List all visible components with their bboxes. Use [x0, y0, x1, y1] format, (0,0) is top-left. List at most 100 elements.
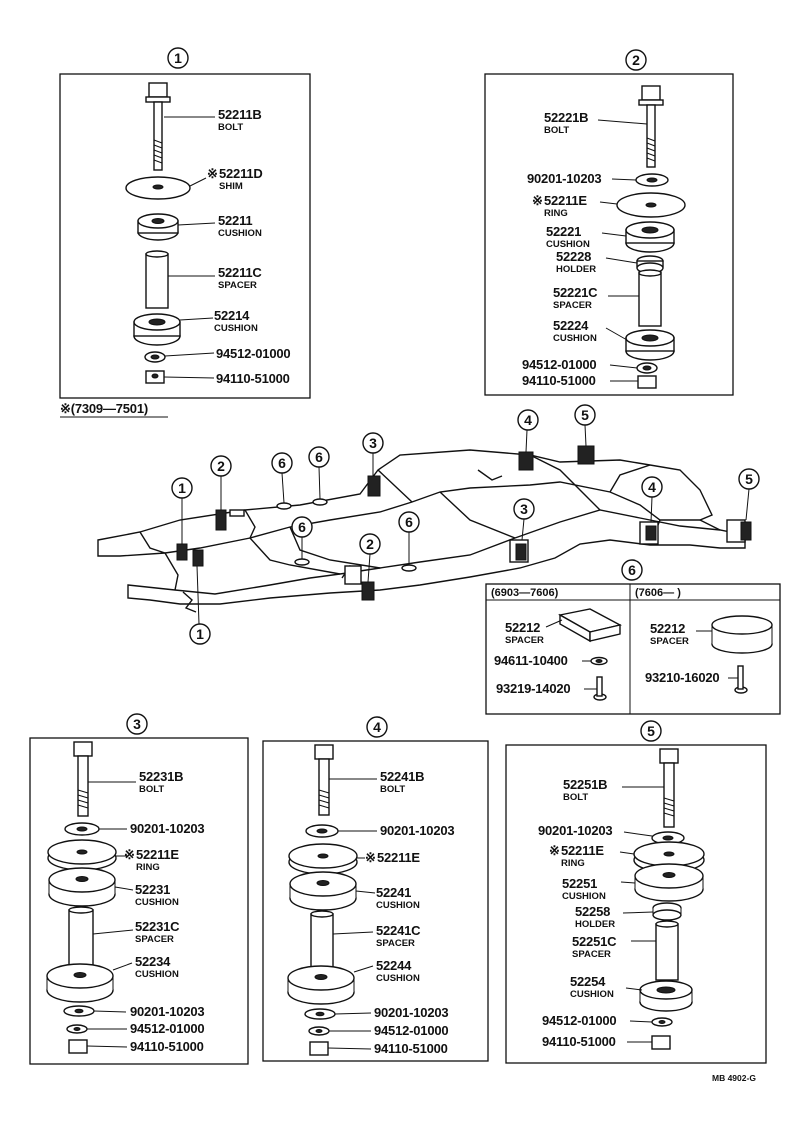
part-description: CUSHION [562, 891, 606, 902]
part-number: 90201-10203 [380, 823, 454, 838]
part-description: BOLT [563, 792, 588, 803]
part-description: BOLT [544, 125, 569, 136]
part-number: 52241 [376, 885, 411, 900]
cushion-icon [289, 871, 357, 911]
drawing-code: MB 4902-G [712, 1073, 756, 1083]
part-number: 94110-51000 [374, 1041, 448, 1056]
bolt-icon [314, 744, 334, 816]
part-number: 52221 [546, 224, 581, 239]
part-number: 52228 [556, 249, 591, 264]
group-2-frame [484, 73, 734, 396]
part-description: BOLT [139, 784, 164, 795]
part-description: SPACER [135, 934, 174, 945]
cushion-icon [46, 963, 114, 1003]
part-number: 93219-14020 [496, 681, 570, 696]
screw-icon [734, 665, 748, 694]
part-description: RING [544, 208, 568, 219]
part-number: 52211D [219, 166, 263, 181]
callout-label: 6 [405, 514, 413, 530]
part-description: SPACER [553, 300, 592, 311]
screw-icon [593, 676, 607, 701]
group-1: 1 [59, 47, 311, 399]
part-number: 52211E [561, 843, 604, 858]
part-number: 90201-10203 [527, 171, 601, 186]
part-description: SPACER [650, 636, 689, 647]
mount-1-front [176, 543, 204, 567]
spacer-block-icon [558, 608, 622, 643]
cushion-icon [287, 965, 355, 1005]
callout-label: 4 [648, 479, 656, 495]
part-number: 52211E [136, 847, 179, 862]
part-number: 93210-16020 [645, 670, 719, 685]
part-description: RING [136, 862, 160, 873]
part-number: 52241B [380, 769, 424, 784]
part-number: 52221B [544, 110, 588, 125]
part-number: 94512-01000 [542, 1013, 616, 1028]
group-4: 4 [262, 716, 489, 1062]
group-5-frame [505, 744, 767, 1064]
group-2-number: 2 [632, 52, 640, 68]
shim-icon [125, 176, 191, 200]
holder-icon [652, 902, 682, 921]
part-number: 52251C [572, 934, 617, 949]
part-number: 52211E [544, 193, 587, 208]
part-number: 52211E [377, 850, 420, 865]
callout-label: 3 [520, 501, 528, 517]
part-number: 52258 [575, 904, 610, 919]
callout-3: 3 [513, 498, 535, 541]
ring-icon [288, 843, 358, 875]
part-number: 94512-01000 [216, 346, 290, 361]
part-description: SPACER [376, 938, 415, 949]
part-number: 52251B [563, 777, 607, 792]
group-5-number: 5 [647, 723, 655, 739]
callout-label: 5 [745, 471, 753, 487]
part-number: 90201-10203 [130, 821, 204, 836]
mount-4-left [518, 451, 534, 471]
part-description: CUSHION [135, 969, 179, 980]
part-number: 94512-01000 [130, 1021, 204, 1036]
washer-icon [64, 822, 100, 836]
part-number: 90201-10203 [130, 1004, 204, 1019]
nut-icon [145, 370, 165, 384]
part-number: 94611-10400 [494, 653, 568, 668]
callout-2: 2 [210, 455, 232, 510]
bolt-icon [638, 85, 664, 168]
washer-icon [635, 173, 669, 187]
group-2: 2 [484, 49, 734, 396]
washer-icon [636, 362, 658, 374]
group-1-callout: 1 [167, 47, 189, 69]
callout-label: 2 [217, 458, 225, 474]
part-description: CUSHION [135, 897, 179, 908]
callout-1: 1 [171, 477, 193, 544]
cushion-icon [634, 863, 704, 902]
group-6-callout: 6 [621, 559, 643, 581]
date-range: (6903—7606) [491, 587, 559, 599]
part-description: SPACER [505, 635, 544, 646]
bolt-icon [659, 748, 679, 828]
part-description: SHIM [219, 181, 243, 192]
washer-icon [590, 656, 608, 666]
part-number: 52214 [214, 308, 250, 323]
spacer-6-points [276, 498, 417, 572]
callout-5: 5 [738, 468, 760, 521]
mount-points [176, 445, 752, 601]
washer-icon [651, 831, 685, 845]
part-number: 52231C [135, 919, 180, 934]
part-description: CUSHION [553, 333, 597, 344]
group-3-frame [29, 737, 249, 1065]
spacer-icon [68, 906, 94, 969]
group-3: 3 [29, 713, 249, 1065]
callout-5: 5 [574, 404, 596, 447]
callout-label: 4 [524, 412, 532, 428]
part-number: 52254 [570, 974, 606, 989]
part-number: 94110-51000 [216, 371, 290, 386]
part-description: BOLT [218, 122, 243, 133]
asterisk-mark: ※ [365, 850, 376, 865]
mount-2-left [215, 509, 245, 531]
washer-icon [144, 351, 166, 363]
spacer-icon [655, 920, 679, 981]
group-5: 5 [505, 720, 767, 1064]
callout-6: 6 [291, 516, 313, 559]
part-number: 52211 [218, 213, 252, 228]
mount-5-left [577, 445, 595, 465]
